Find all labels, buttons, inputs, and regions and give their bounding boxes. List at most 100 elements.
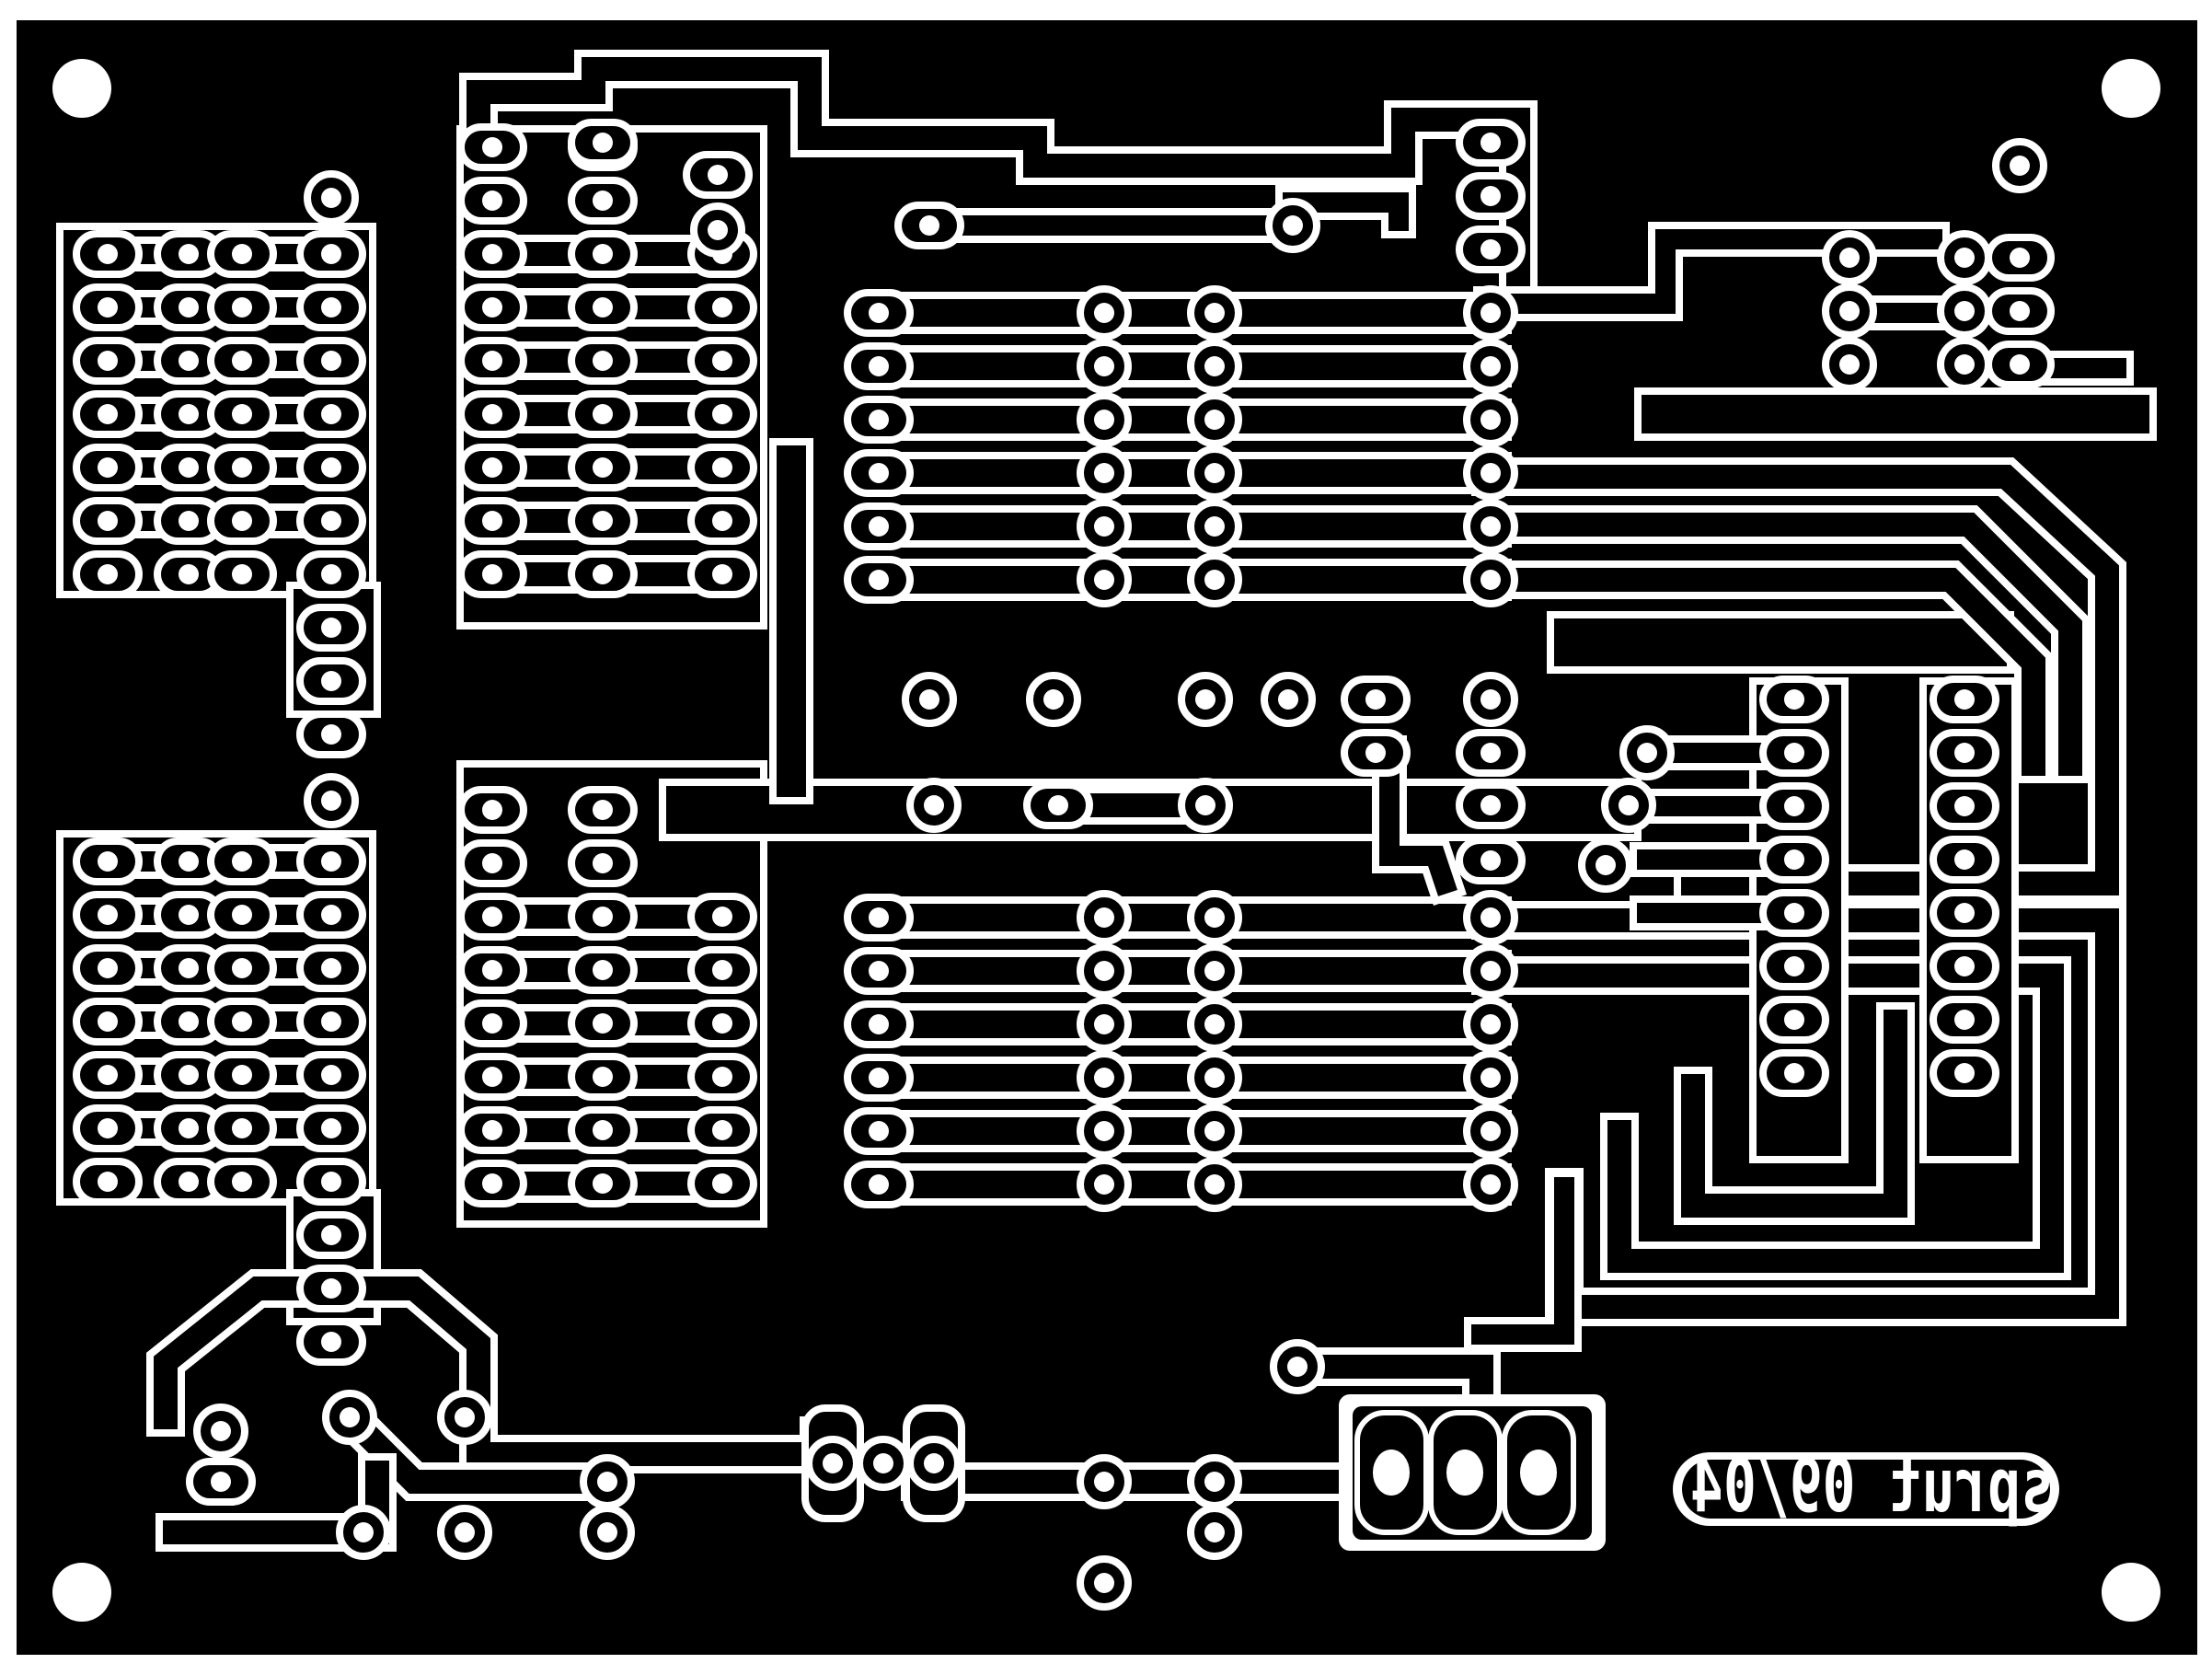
pad-hole [232, 404, 252, 424]
pad-hole [482, 457, 502, 478]
pad-hole [712, 1120, 732, 1140]
power-rail [1634, 387, 2157, 441]
pad-hole [1094, 1573, 1114, 1593]
pad-hole [321, 618, 341, 638]
mounting-hole-br [2102, 1563, 2160, 1622]
pad-hole [179, 1065, 199, 1085]
pad-hole [179, 351, 199, 371]
pad-hole [232, 1118, 252, 1138]
pad-hole [869, 570, 889, 590]
pad-hole [482, 1013, 502, 1034]
pad-hole [179, 511, 199, 531]
pad-hole [1195, 689, 1215, 710]
pad-hole [712, 1013, 732, 1034]
pad-hole [1784, 796, 1804, 816]
pad-hole [712, 907, 732, 927]
pad-hole [712, 511, 732, 531]
pad-hole [1204, 570, 1225, 590]
pad-hole [1954, 1063, 1975, 1083]
pad-hole [2010, 301, 2030, 321]
pad-hole [1784, 1063, 1804, 1083]
pad-hole [1480, 570, 1501, 590]
pad-hole [232, 351, 252, 371]
pad-hole [869, 1014, 889, 1034]
pad-hole [232, 1065, 252, 1085]
pad-hole [1094, 410, 1114, 430]
pad-hole [179, 1011, 199, 1032]
pad-hole [321, 724, 341, 745]
pad-hole [593, 191, 613, 211]
pad-hole [1365, 743, 1386, 763]
pad-hole [593, 133, 613, 153]
pad-hole [1204, 1522, 1225, 1542]
pad-hole [593, 1013, 613, 1034]
pad-hole [1954, 743, 1975, 763]
pad-hole [211, 1472, 231, 1492]
pad-hole [2010, 248, 2030, 268]
pad-hole [1954, 903, 1975, 923]
pad-hole [321, 1225, 341, 1245]
pad-hole [2010, 156, 2030, 176]
pad-hole [1094, 570, 1114, 590]
mounting-hole-tr [2102, 59, 2160, 118]
pad-hole [321, 1172, 341, 1192]
pad-hole [321, 457, 341, 478]
pad-hole [1596, 855, 1616, 875]
pad-hole [98, 1011, 118, 1032]
pad-hole [869, 516, 889, 537]
pad-hole [712, 1067, 732, 1087]
pad-hole [593, 960, 613, 980]
pad-hole [321, 1118, 341, 1138]
pad-hole [232, 905, 252, 925]
pad-hole [482, 297, 502, 318]
pad-hole [869, 303, 889, 323]
pad-hole [593, 404, 613, 424]
pad-hole [98, 1065, 118, 1085]
pad-hole [232, 1172, 252, 1192]
pad-hole [1094, 1174, 1114, 1195]
pad-hole [712, 297, 732, 318]
pad-hole [321, 1065, 341, 1085]
pad-hole [1204, 410, 1225, 430]
pad-hole [823, 1453, 843, 1473]
pad-hole [321, 404, 341, 424]
pad-hole [919, 689, 939, 710]
pad-hole [1204, 463, 1225, 483]
pad-hole [1784, 956, 1804, 976]
pad-hole [98, 958, 118, 978]
pad-hole [482, 1120, 502, 1140]
pad-hole [232, 958, 252, 978]
pad-hole [179, 905, 199, 925]
pad-hole [1094, 303, 1114, 323]
pad-hole [179, 457, 199, 478]
mounting-holes [52, 59, 2160, 1622]
pad-hole [321, 564, 341, 584]
pad-hole [179, 564, 199, 584]
pad-hole [712, 564, 732, 584]
pad-hole [98, 851, 118, 872]
pad-hole [1480, 1014, 1501, 1034]
pad-hole [1283, 215, 1303, 236]
pad-hole [232, 1011, 252, 1032]
pad-hole [1619, 795, 1639, 815]
pad-hole [1839, 354, 1860, 375]
trace [1681, 1010, 1907, 1218]
pad-hole [1954, 689, 1975, 710]
pad-hole [321, 511, 341, 531]
pad-hole [179, 851, 199, 872]
pad-hole [1839, 248, 1860, 268]
pad-hole [482, 137, 502, 157]
pad-hole [98, 905, 118, 925]
pad-hole [1784, 903, 1804, 923]
pad-hole [593, 1120, 613, 1140]
pad-hole [232, 564, 252, 584]
pad-hole [1480, 239, 1501, 260]
pad-hole [1480, 1068, 1501, 1088]
pad-hole [869, 463, 889, 483]
pad-hole [593, 1067, 613, 1087]
trace [467, 57, 1530, 288]
pad-hole [1204, 303, 1225, 323]
pad-hole [1480, 516, 1501, 537]
pad-hole [98, 457, 118, 478]
pad-hole [482, 1067, 502, 1087]
